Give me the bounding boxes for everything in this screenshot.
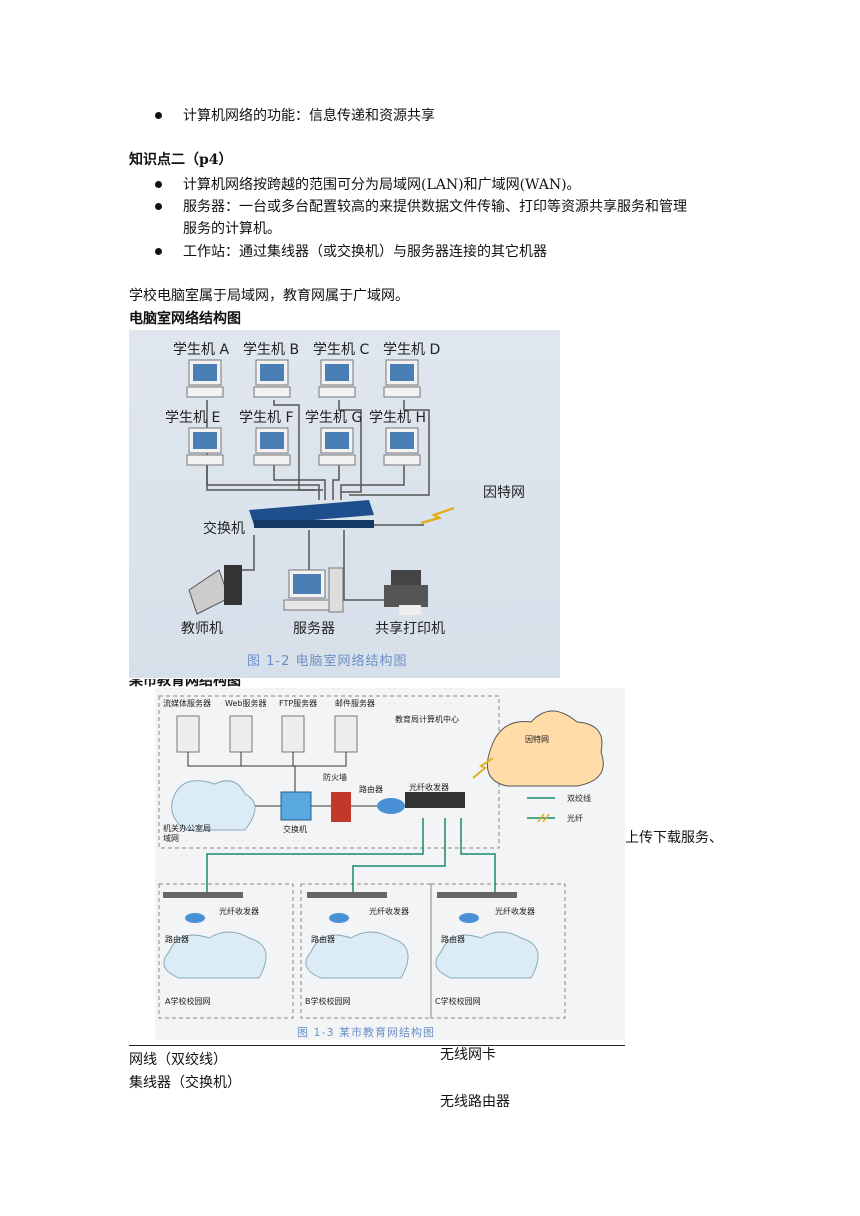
computer-room-network-figure: 学生机 A 学生机 B 学生机 C 学生机 D 学生机 E 学生机 F 学生机 … [129,330,560,678]
education-network-figure: 流媒体服务器 Web服务器 FTP服务器 邮件服务器 教育局计算机中心 因特网 … [155,688,625,1040]
legend-twisted-label: 双绞线 [567,794,591,803]
summary-text: 学校电脑室属于局域网，教育网属于广域网。 [129,288,409,304]
bottom-right-1: 无线网卡 [440,1047,496,1063]
teacher-label: 教师机 [181,621,223,637]
section-heading: 知识点二（p4） [129,152,233,168]
firewall-label: 防火墙 [323,773,347,782]
switch-label: 交换机 [283,825,307,834]
student-h-label: 学生机 H [369,410,426,426]
student-c-label: 学生机 C [313,342,370,358]
switch-label: 交换机 [203,521,245,537]
web-server-label: Web服务器 [225,699,267,708]
side-fragment-text: 上传下载服务、 [625,830,723,846]
bottom-left-1: 网线（双绞线） [129,1052,227,1068]
student-a-label: 学生机 A [173,342,230,358]
bullet-dot [155,248,162,255]
fig1-caption: 图 1-2 电脑室网络结构图 [247,654,408,669]
section2-bullet-2-cont: 服务的计算机。 [183,221,281,237]
fig1-heading: 电脑室网络结构图 [129,311,241,327]
campus-a-label: A学校校园网 [165,997,211,1006]
campus-b-transceiver-label: 光纤收发器 [369,907,409,916]
router-label: 路由器 [359,785,383,794]
mail-server-label: 邮件服务器 [335,699,375,708]
student-d-label: 学生机 D [383,342,441,358]
legend-fiber-label: 光纤 [567,814,583,823]
student-g-label: 学生机 G [305,410,363,426]
internet-cloud-label: 因特网 [525,735,549,744]
student-e-label: 学生机 E [165,410,221,426]
internet-label: 因特网 [483,485,525,501]
campus-c-transceiver-label: 光纤收发器 [495,907,535,916]
campus-a-transceiver-label: 光纤收发器 [219,907,259,916]
fig2-heading: 某市教育网结构图 [129,673,241,689]
student-b-label: 学生机 B [243,342,300,358]
bottom-left-2: 集线器（交换机） [129,1075,241,1091]
campus-a-router-label: 路由器 [165,935,189,944]
ftp-server-label: FTP服务器 [279,699,318,708]
printer-label: 共享打印机 [375,621,445,637]
campus-c-router-label: 路由器 [441,935,465,944]
campus-c-label: C学校校园网 [435,997,481,1006]
student-f-label: 学生机 F [239,410,294,426]
section2-bullet-3: 工作站：通过集线器（或交换机）与服务器连接的其它机器 [183,244,547,260]
office-lan-label: 机关办公室局域网 [163,824,211,843]
transceiver-label: 光纤收发器 [409,783,449,792]
bullet-dot [155,181,162,188]
server-label: 服务器 [293,621,335,637]
bullet-dot [155,112,162,119]
bottom-right-2: 无线路由器 [440,1094,510,1110]
bullet-dot [155,203,162,210]
intro-bullet-text: 计算机网络的功能：信息传递和资源共享 [183,108,435,124]
campus-b-label: B学校校园网 [305,997,351,1006]
fig2-caption: 图 1-3 某市教育网结构图 [297,1026,435,1039]
streaming-server-label: 流媒体服务器 [163,699,211,708]
section2-bullet-2: 服务器：一台或多台配置较高的来提供数据文件传输、打印等资源共享服务和管理 [183,199,687,215]
center-label: 教育局计算机中心 [395,715,459,724]
section2-bullet-1: 计算机网络按跨越的范围可分为局域网(LAN)和广域网(WAN)。 [183,177,581,193]
divider-line [129,1045,625,1046]
campus-b-router-label: 路由器 [311,935,335,944]
